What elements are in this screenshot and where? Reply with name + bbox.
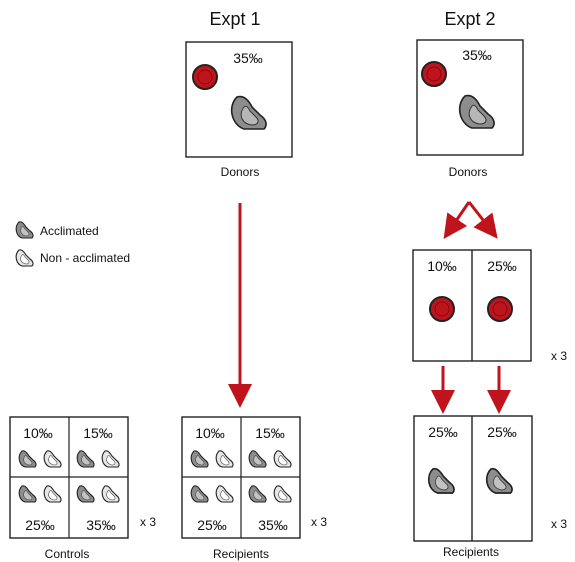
controls-label: Controls: [45, 547, 90, 561]
controls-grid: 10‰ 15‰ 25‰ 35‰: [9, 416, 129, 539]
acclimated-legend-icon: [15, 221, 34, 239]
expt2-stage3-times: x 3: [551, 517, 567, 531]
expt2-stage2-left-salinity: 10‰: [427, 258, 457, 274]
legend-non-acclimated: Non - acclimated: [40, 251, 130, 265]
expt2-donors-label: Donors: [449, 165, 488, 179]
recipients-cell-salinity: 10‰: [195, 425, 225, 441]
expt1-donors-label: Donors: [221, 165, 260, 179]
recipients1-times: x 3: [311, 515, 327, 529]
recipients-cell-salinity: 35‰: [258, 517, 288, 533]
expt2-stage2-right-salinity: 25‰: [487, 258, 517, 274]
expt2-split-arrow-left: [443, 201, 471, 239]
recipients-cell-salinity: 15‰: [255, 425, 285, 441]
recipients-grid: 10‰ 15‰ 25‰ 35‰: [181, 416, 301, 539]
recipients1-label: Recipients: [213, 547, 269, 561]
controls-cell-salinity: 10‰: [23, 425, 53, 441]
donor-dot-icon: [429, 296, 455, 322]
controls-cell-salinity: 35‰: [86, 517, 116, 533]
controls-times: x 3: [140, 515, 156, 529]
legend-acclimated: Acclimated: [40, 224, 99, 238]
expt1-title: Expt 1: [209, 9, 260, 29]
expt2-recipients-label: Recipients: [443, 545, 499, 559]
expt2-title: Expt 2: [444, 9, 495, 29]
donor-dot-icon: [192, 64, 218, 90]
expt1-salinity: 35‰: [233, 50, 263, 66]
expt2-stage3-left-salinity: 25‰: [428, 424, 458, 440]
recipients-cell-salinity: 25‰: [197, 517, 227, 533]
expt2-split-arrow-right: [467, 201, 498, 239]
expt2-salinity: 35‰: [462, 47, 492, 63]
donor-dot-icon: [421, 61, 447, 87]
expt2-stage3-right-salinity: 25‰: [487, 424, 517, 440]
controls-cell-salinity: 25‰: [25, 517, 55, 533]
non-acclimated-legend-icon: [15, 249, 34, 267]
donor-dot-icon: [487, 296, 513, 322]
controls-cell-salinity: 15‰: [83, 425, 113, 441]
expt2-stage2-times: x 3: [551, 349, 567, 363]
